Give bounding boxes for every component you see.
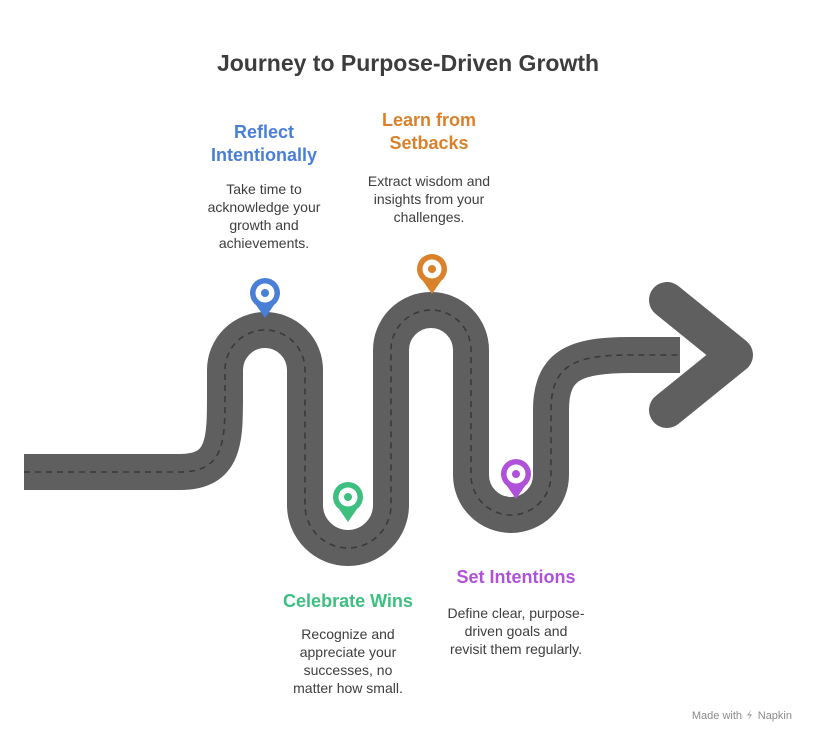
made-with-label: Made with (691, 709, 743, 722)
step-description-intentions: Define clear, purpose- driven goals and … (447, 605, 585, 657)
intentions-pin-icon (501, 459, 531, 499)
napkin-brand-label: Napkin (757, 709, 792, 722)
step-title-reflect: Reflect Intentionally (210, 122, 317, 165)
napkin-logo-icon: ⚡ (744, 709, 756, 723)
road-arrowhead (649, 282, 753, 428)
reflect-pin-icon (250, 278, 280, 318)
step-title-intentions: Set Intentions (456, 567, 576, 587)
made-with-footer: Made with ⚡ Napkin (691, 709, 792, 723)
step-description-celebrate: Recognize and appreciate your successes,… (293, 626, 403, 696)
setbacks-pin-icon (417, 254, 447, 294)
diagram-title: Journey to Purpose-Driven Growth (216, 50, 600, 76)
step-title-setbacks: Learn from Setbacks (381, 110, 477, 153)
step-title-celebrate: Celebrate Wins (283, 591, 413, 611)
step-description-setbacks: Extract wisdom and insights from your ch… (367, 173, 491, 225)
celebrate-pin-icon (333, 482, 363, 522)
step-description-reflect: Take time to acknowledge your growth and… (207, 181, 321, 251)
road-center-dashes (24, 309, 680, 549)
